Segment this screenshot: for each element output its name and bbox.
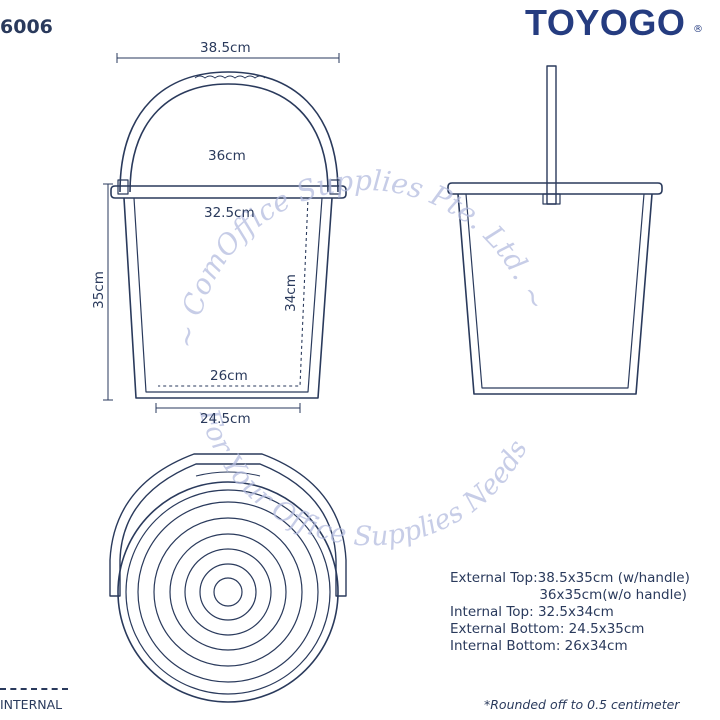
internal-top-label: 32.5cm: [204, 205, 255, 221]
internal-bottom-label: 26cm: [210, 368, 248, 384]
side-view: [447, 65, 663, 395]
legend-label: INTERNAL: [0, 697, 63, 712]
internal-height-label: 34cm: [282, 274, 299, 312]
handle-width-label: 38.5cm: [200, 40, 251, 56]
dimension-lines: [103, 53, 340, 413]
spec-line: External Top:38.5x35cm (w/handle): [450, 570, 690, 586]
top-view: [109, 453, 347, 703]
registered-mark: ®: [693, 24, 703, 35]
model-number: 6006: [0, 16, 53, 38]
brand-logo: TOYOGO: [525, 2, 686, 43]
spec-line: Internal Bottom: 26x34cm: [450, 638, 628, 654]
spec-line: 36x35cm(w/o handle): [505, 587, 687, 603]
front-view: [110, 71, 347, 399]
spec-list: External Top:38.5x35cm (w/handle) 36x35c…: [450, 570, 690, 655]
external-height-label: 35cm: [90, 271, 107, 309]
spec-line: Internal Top: 32.5x34cm: [450, 604, 614, 620]
external-bottom-label: 24.5cm: [200, 411, 251, 427]
external-top-label: 36cm: [208, 148, 246, 164]
watermark-line-1: ~ ComOffice Supplies Pte. Ltd. ~: [169, 164, 553, 350]
watermark: ~ ComOffice Supplies Pte. Ltd. ~ For You…: [169, 164, 553, 553]
spec-line: External Bottom: 24.5x35cm: [450, 621, 645, 637]
footnote: *Rounded off to 0.5 centimeter: [484, 697, 680, 712]
legend-dashed-line: [0, 688, 68, 690]
